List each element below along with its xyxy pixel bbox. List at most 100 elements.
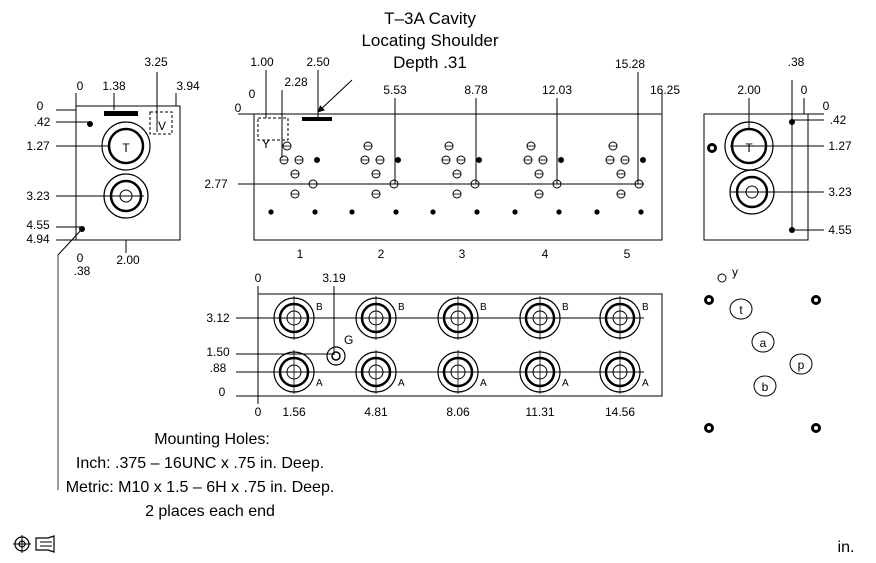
front-port-label: B bbox=[642, 302, 649, 313]
front-port-label: A bbox=[562, 378, 569, 389]
left-x-bottom-0: 0 bbox=[77, 251, 84, 265]
left-y-455: 4.55 bbox=[26, 218, 50, 232]
left-outline bbox=[75, 105, 181, 241]
front-port-label: B bbox=[562, 302, 569, 313]
front-x-481: 4.81 bbox=[364, 405, 388, 419]
front-port: B bbox=[355, 296, 405, 340]
left-x-394: 3.94 bbox=[176, 79, 200, 93]
station-1: 1 bbox=[297, 247, 304, 261]
notes-metric: Metric: M10 x 1.5 – 6H x .75 in. Deep. bbox=[66, 479, 335, 496]
front-port-G: G bbox=[344, 333, 353, 347]
top-port-Y: Y bbox=[262, 137, 270, 151]
station-holes bbox=[512, 141, 564, 215]
station-5: 5 bbox=[624, 247, 631, 261]
right-outline bbox=[703, 113, 809, 241]
station-3: 3 bbox=[459, 247, 466, 261]
target-icon[interactable] bbox=[13, 535, 31, 553]
right-y-042: .42 bbox=[830, 113, 847, 127]
right-y-127: 1.27 bbox=[828, 139, 852, 153]
top-y-0: 0 bbox=[235, 101, 242, 115]
left-y-127: 1.27 bbox=[26, 139, 50, 153]
station-holes bbox=[430, 141, 482, 215]
front-x-0-top: 0 bbox=[255, 271, 262, 285]
top-view: Y 1.00 2.28 2.50 5.53 8.78 12.03 15.28 1… bbox=[204, 55, 680, 261]
front-port-label: A bbox=[642, 378, 649, 389]
title-line-3: Depth .31 bbox=[393, 53, 467, 72]
front-port: B bbox=[519, 296, 569, 340]
top-x-1625: 16.25 bbox=[650, 83, 680, 97]
front-port-label: A bbox=[398, 378, 405, 389]
right-x-0: 0 bbox=[801, 83, 808, 97]
left-x-325: 3.25 bbox=[144, 55, 168, 69]
legend-p: p bbox=[798, 358, 805, 372]
right-x-038: .38 bbox=[788, 55, 805, 69]
front-port: A bbox=[519, 350, 569, 394]
top-y-277: 2.77 bbox=[204, 177, 228, 191]
left-x-138: 1.38 bbox=[102, 79, 126, 93]
front-port-label: B bbox=[398, 302, 405, 313]
front-y-312: 3.12 bbox=[206, 311, 230, 325]
left-y-494: 4.94 bbox=[26, 232, 50, 246]
right-y-323: 3.23 bbox=[828, 185, 852, 199]
cavity-title: T–3A Cavity Locating Shoulder Depth .31 bbox=[317, 9, 499, 113]
front-port: A bbox=[355, 350, 405, 394]
front-port-label: A bbox=[316, 378, 323, 389]
title-line-2: Locating Shoulder bbox=[361, 31, 498, 50]
top-x-228: 2.28 bbox=[284, 75, 308, 89]
title-leader bbox=[317, 79, 353, 113]
front-port-pattern: B A B A B A B A B A bbox=[273, 296, 649, 394]
manifold-icon[interactable] bbox=[35, 535, 55, 553]
right-y-0: 0 bbox=[823, 99, 830, 113]
legend-b: b bbox=[762, 380, 769, 394]
top-outline bbox=[253, 113, 663, 241]
title-line-1: T–3A Cavity bbox=[384, 9, 476, 28]
station-holes bbox=[268, 141, 320, 215]
front-x-319: 3.19 bbox=[322, 271, 346, 285]
front-port: A bbox=[437, 350, 487, 394]
station-holes bbox=[349, 141, 401, 215]
legend-t: t bbox=[739, 303, 743, 317]
top-x-100: 1.00 bbox=[250, 55, 274, 69]
front-port-label: A bbox=[480, 378, 487, 389]
front-x-156: 1.56 bbox=[282, 405, 306, 419]
front-port-label: B bbox=[316, 302, 323, 313]
top-x-0: 0 bbox=[249, 87, 256, 101]
station-hole-pattern bbox=[268, 141, 646, 215]
left-x-0: 0 bbox=[77, 79, 84, 93]
front-y-150: 1.50 bbox=[206, 345, 230, 359]
station-4: 4 bbox=[542, 247, 549, 261]
front-port-label: B bbox=[480, 302, 487, 313]
left-x-038: .38 bbox=[74, 264, 91, 278]
notes-heading: Mounting Holes: bbox=[154, 431, 270, 448]
left-y-0: 0 bbox=[37, 99, 44, 113]
notes-places: 2 places each end bbox=[145, 503, 275, 520]
top-x-1203: 12.03 bbox=[542, 83, 572, 97]
right-x-200: 2.00 bbox=[737, 83, 761, 97]
units-label: in. bbox=[838, 539, 855, 556]
left-y-323: 3.23 bbox=[26, 189, 50, 203]
front-port: B bbox=[599, 296, 649, 340]
left-x-200: 2.00 bbox=[116, 253, 140, 267]
front-x-806: 8.06 bbox=[446, 405, 470, 419]
front-x-1131: 11.31 bbox=[525, 405, 554, 419]
right-y-455: 4.55 bbox=[828, 223, 852, 237]
right-side-view: T .38 2.00 0 0 .42 1.27 3.23 4.55 bbox=[703, 55, 852, 241]
front-port: A bbox=[273, 350, 323, 394]
left-y-042: .42 bbox=[34, 115, 51, 129]
notes-inch: Inch: .375 – 16UNC x .75 in. Deep. bbox=[76, 455, 324, 472]
mounting-notes: Mounting Holes: Inch: .375 – 16UNC x .75… bbox=[66, 431, 335, 520]
front-x-1456: 14.56 bbox=[605, 405, 635, 419]
left-port-V: V bbox=[158, 119, 166, 133]
legend-y: y bbox=[732, 265, 738, 279]
left-side-view: T V 0 1.38 3.25 3.94 0 .42 1.27 3.23 4.5… bbox=[26, 55, 200, 490]
front-y-0: 0 bbox=[219, 385, 226, 399]
front-port: B bbox=[437, 296, 487, 340]
top-x-878: 8.78 bbox=[464, 83, 488, 97]
top-x-1528: 15.28 bbox=[615, 57, 645, 71]
front-port: A bbox=[599, 350, 649, 394]
front-port: B bbox=[273, 296, 323, 340]
port-legend: y t a p b bbox=[704, 265, 821, 433]
left-port-T: T bbox=[122, 141, 130, 155]
